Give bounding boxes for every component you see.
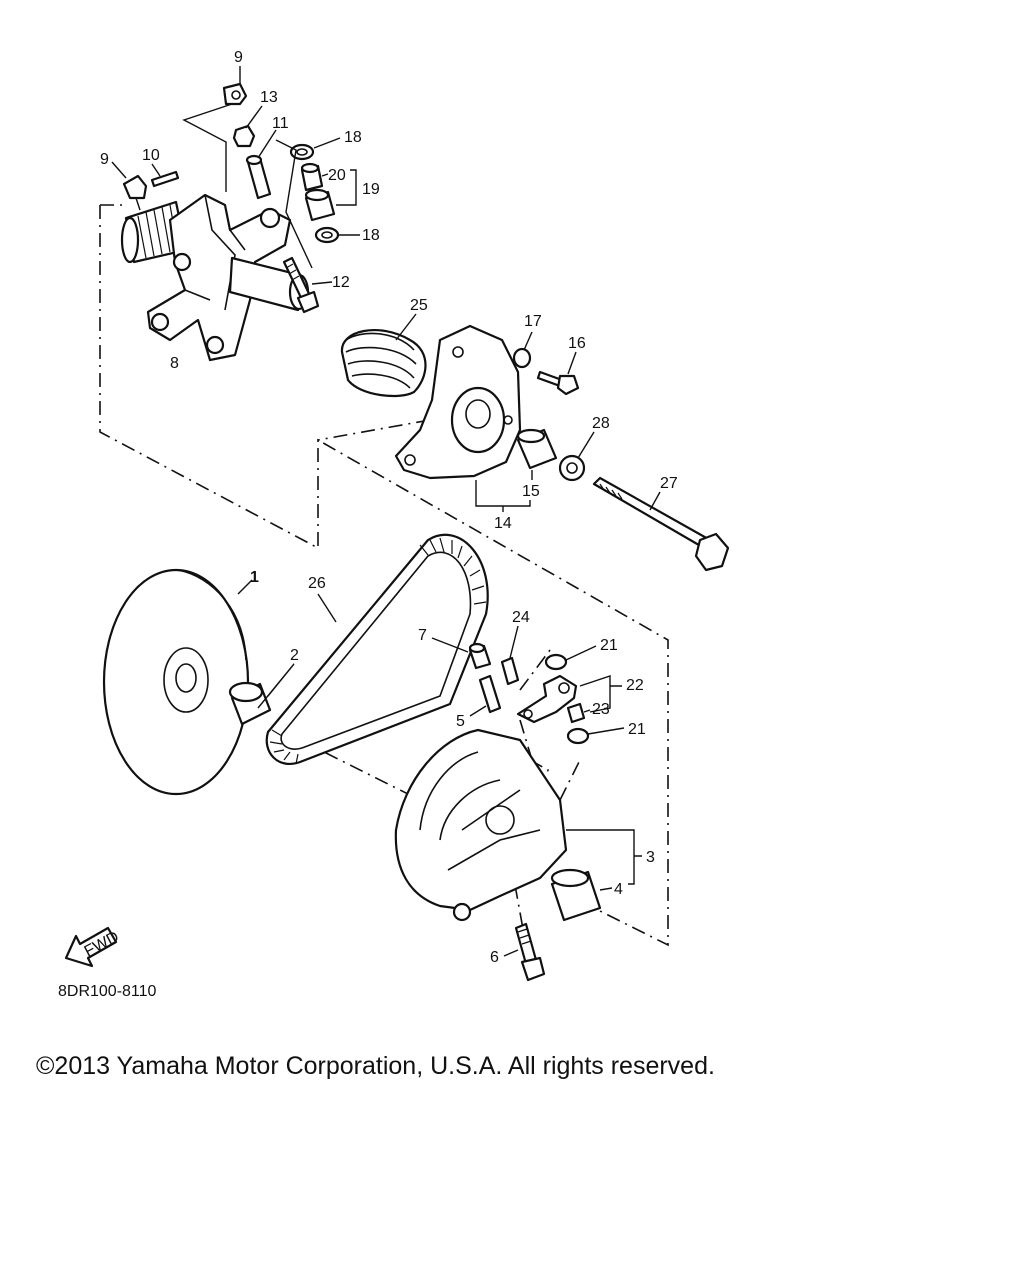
part-25-spring [340,313,427,398]
part-22-ramp-arm [516,674,622,724]
part-23-roller [566,702,591,724]
callout-20: 20 [328,167,346,184]
part-6-bolt [503,922,546,982]
part-18-washer-lower [314,226,360,244]
callout-23: 23 [592,701,610,718]
callout-5: 5 [456,713,465,730]
part-14-cover [394,324,531,512]
callout-26: 26 [308,575,326,592]
part-13-nut [232,105,263,148]
part-21-washer-lower [566,727,625,745]
part-4-bushing [550,868,613,922]
callout-14: 14 [494,515,512,532]
callout-7: 7 [418,627,427,644]
callout-6: 6 [490,949,499,966]
callout-15: 15 [522,483,540,500]
part-3-movable-sheave [394,728,642,922]
callout-17: 17 [524,313,542,330]
callout-27: 27 [660,475,678,492]
callout-9-top: 9 [234,49,243,66]
drawing-code: 8DR100-8110 [58,983,157,1000]
part-28-washer [558,431,595,482]
callout-24: 24 [512,609,530,626]
part-10-pin [150,163,180,188]
part-19-roller [304,169,357,222]
callout-2: 2 [290,647,299,664]
part-18-washer-upper [289,137,341,161]
part-8-sheave-shaft [120,193,310,362]
part-5-pin [469,674,502,717]
part-27-long-bolt [592,476,730,572]
part-11-collar [245,129,277,200]
part-17-washer [512,331,533,369]
callout-18-top: 18 [344,129,362,146]
callout-21-top: 21 [600,637,618,654]
part-21-washer-upper [544,645,597,671]
callout-28: 28 [592,415,610,432]
callout-19: 19 [362,181,380,198]
callout-3: 3 [646,849,655,866]
callout-18-bottom: 18 [362,227,380,244]
part-9-weight-left [111,161,148,211]
callout-11: 11 [272,115,289,132]
callout-9-left: 9 [100,151,109,168]
callout-22: 22 [626,677,644,694]
callout-8: 8 [170,355,179,372]
callout-13: 13 [260,89,278,106]
part-16-bolt [536,351,580,396]
part-15-bushing [516,428,558,480]
part-2-bushing [228,663,295,726]
callout-labels: 9 13 11 18 10 9 20 19 18 12 25 17 16 8 2… [100,49,678,966]
part-7-cap [431,637,492,670]
fwd-arrow-icon: FWD [64,926,122,968]
callout-16: 16 [568,335,586,352]
part-26-drive-belt [265,533,489,765]
part-20-bushing [300,162,329,192]
part-12-bolt [275,139,333,314]
callout-4: 4 [614,881,623,898]
copyright-notice: ©2013 Yamaha Motor Corporation, U.S.A. A… [36,1052,715,1080]
parts-exploded-diagram: FWD 9 13 11 18 10 9 20 19 18 12 25 17 16… [58,49,730,1000]
part-24-pin [500,625,520,686]
callout-25: 25 [410,297,428,314]
callout-1: 1 [250,569,259,586]
callout-10: 10 [142,147,160,164]
callout-21-bottom: 21 [628,721,646,738]
callout-12: 12 [332,274,350,291]
part-1-fixed-sheave [102,568,253,796]
part-9-weight-top [182,66,248,192]
